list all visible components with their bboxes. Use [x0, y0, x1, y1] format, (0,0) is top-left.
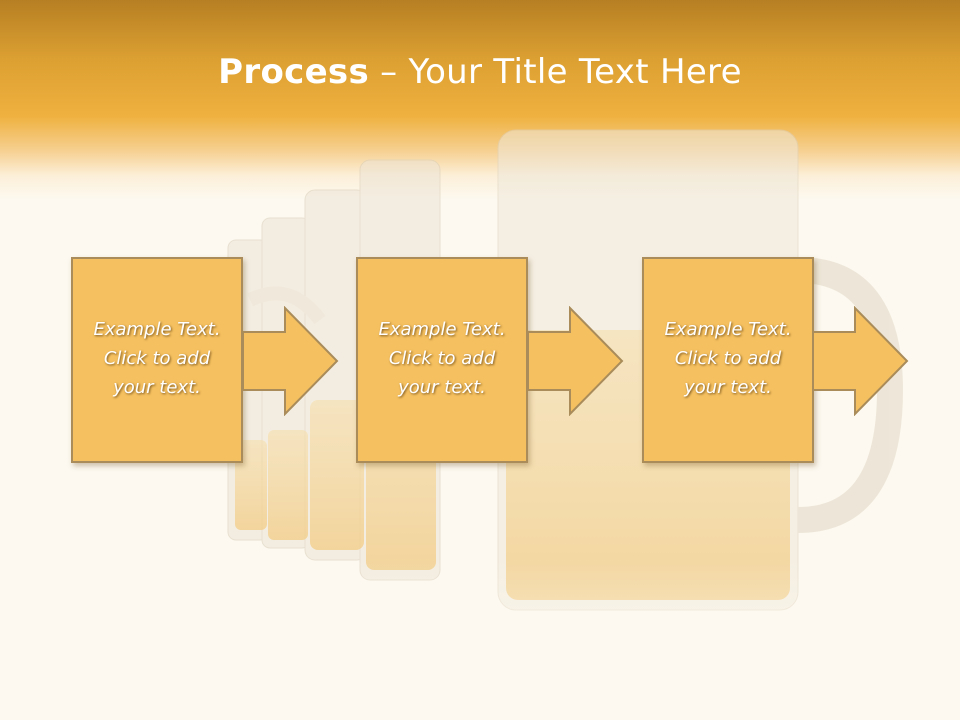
- process-step-2-box[interactable]: Example Text. Click to add your text.: [356, 257, 528, 463]
- process-step-2-text[interactable]: Example Text. Click to add your text.: [378, 319, 506, 398]
- slide-title-rest: – Your Title Text Here: [369, 52, 742, 92]
- process-arrow-3-icon: [813, 306, 909, 416]
- process-step-3-text[interactable]: Example Text. Click to add your text.: [664, 319, 792, 398]
- process-arrow-1-icon: [243, 306, 339, 416]
- process-step-1-box[interactable]: Example Text. Click to add your text.: [71, 257, 243, 463]
- slide-title[interactable]: Process – Your Title Text Here: [0, 52, 960, 92]
- process-step-3-box[interactable]: Example Text. Click to add your text.: [642, 257, 814, 463]
- process-arrow-2-icon: [528, 306, 624, 416]
- process-step-1-text[interactable]: Example Text. Click to add your text.: [93, 319, 221, 398]
- slide-title-bold: Process: [218, 52, 370, 92]
- header-band: [0, 0, 960, 200]
